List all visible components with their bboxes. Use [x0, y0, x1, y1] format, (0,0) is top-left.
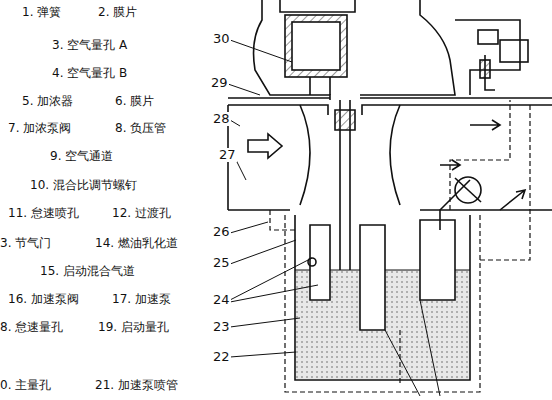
- part-name: 1. 弹簧: [22, 5, 61, 19]
- part-name: 2. 膜片: [98, 5, 137, 19]
- part-name: 21. 加速泵喷管: [95, 378, 178, 392]
- part-name: 6. 膜片: [115, 94, 154, 108]
- callout-number: 27: [218, 148, 237, 162]
- callout-number: 29: [210, 76, 229, 90]
- part-name: 9. 空气通道: [50, 149, 113, 163]
- callout-number: 28: [212, 112, 231, 126]
- part-name: 7. 加浓泵阀: [8, 121, 71, 135]
- part-name: 15. 启动混合气道: [40, 264, 135, 278]
- part-name: 17. 加速泵: [112, 292, 171, 306]
- part-name: 3. 节气门: [0, 236, 51, 250]
- callout-number: 22: [212, 350, 231, 364]
- part-name: 4. 空气量孔 B: [52, 66, 127, 80]
- part-name: 12. 过渡孔: [112, 206, 171, 220]
- part-name: 14. 燃油乳化道: [95, 236, 178, 250]
- part-name: 8. 负压管: [115, 121, 166, 135]
- part-name: 11. 怠速喷孔: [8, 206, 79, 220]
- callout-number: 25: [212, 256, 231, 270]
- part-name: 0. 主量孔: [0, 378, 51, 392]
- part-name: 3. 空气量孔 A: [52, 38, 127, 52]
- callout-number: 24: [212, 293, 231, 307]
- callout-number: 26: [212, 225, 231, 239]
- part-name: 10. 混合比调节螺钉: [30, 178, 137, 192]
- callout-number: 23: [212, 320, 231, 334]
- callout-number: 30: [212, 32, 231, 46]
- part-name: 16. 加速泵阀: [8, 292, 79, 306]
- part-name: 5. 加浓器: [22, 94, 73, 108]
- part-name: 8. 怠速量孔: [0, 320, 63, 334]
- part-name: 19. 启动量孔: [98, 320, 169, 334]
